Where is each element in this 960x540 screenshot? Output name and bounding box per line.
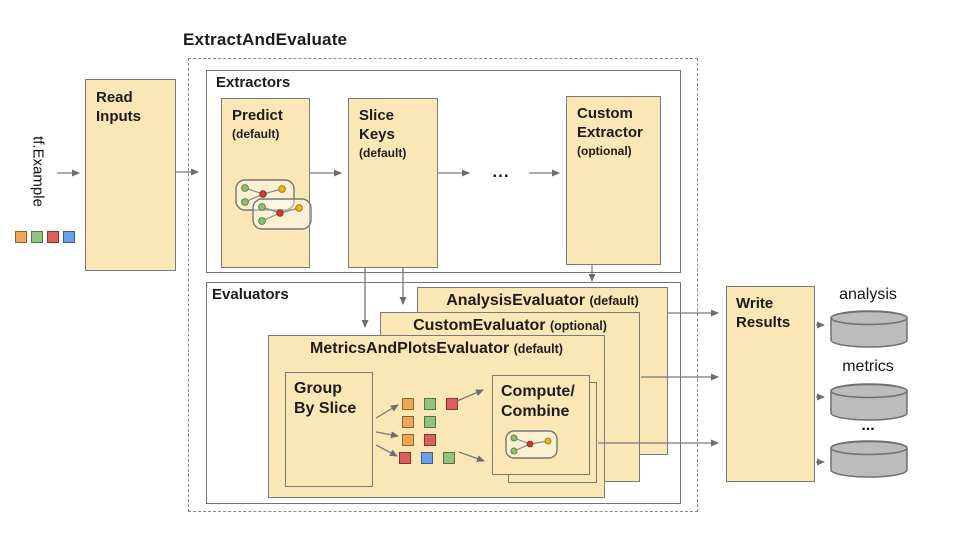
- red-square: [424, 434, 436, 446]
- orange-square: [402, 416, 414, 428]
- input-label: tf.Example: [29, 136, 47, 207]
- slice-keys-extractor-box: Slice Keys (default): [348, 98, 438, 268]
- orange-square: [402, 434, 414, 446]
- group-by-slice-label: Group: [294, 380, 342, 397]
- slice-keys-label: Slice: [359, 107, 395, 124]
- evaluators-title: Evaluators: [212, 286, 289, 303]
- metrics-output-cylinder: [830, 383, 908, 421]
- slice-row: [402, 434, 458, 446]
- more-outputs-label: ...: [861, 417, 875, 434]
- blue-square: [421, 452, 433, 464]
- evaluators-container: [206, 282, 681, 504]
- more-output-cylinder: [830, 440, 908, 478]
- orange-square: [15, 231, 27, 243]
- write-results-label: Write: [736, 295, 774, 312]
- tf-example-squares: [15, 231, 75, 243]
- write-results-box: Write Results: [726, 286, 815, 482]
- combine-graph-icon: [505, 430, 558, 459]
- group-by-slice-box: Group By Slice: [285, 372, 373, 487]
- analysis-output-cylinder: [830, 310, 908, 348]
- slice-row: [402, 398, 458, 410]
- predict-label: Predict: [232, 107, 283, 124]
- extractors-title: Extractors: [216, 74, 291, 91]
- custom-evaluator-label: CustomEvaluator: [413, 317, 546, 334]
- red-square: [399, 452, 411, 464]
- green-square: [31, 231, 43, 243]
- metrics-evaluator-label: MetricsAndPlotsEvaluator: [310, 340, 510, 357]
- extract-and-evaluate-boundary: [188, 58, 698, 512]
- extractors-container: [206, 70, 681, 273]
- red-square: [446, 398, 458, 410]
- model-graph-icon: [235, 179, 312, 230]
- diagram-title: ExtractAndEvaluate: [183, 30, 348, 49]
- read-inputs-box: Read Inputs: [85, 79, 176, 271]
- custom-extractor-box: Custom Extractor (optional): [566, 96, 661, 265]
- extractors-ellipsis: ...: [492, 162, 510, 181]
- orange-square: [402, 398, 414, 410]
- green-square: [424, 416, 436, 428]
- slice-row: [402, 416, 458, 428]
- predict-extractor-box: Predict (default): [221, 98, 312, 268]
- green-square: [443, 452, 455, 464]
- compute-combine-box: Compute/ Combine: [492, 375, 590, 475]
- sliced-data-squares: [399, 398, 458, 470]
- metrics-output-label: metrics: [842, 358, 894, 375]
- compute-combine-label: Compute/: [501, 383, 575, 400]
- slice-row: [399, 452, 458, 464]
- green-square: [424, 398, 436, 410]
- analysis-output-label: analysis: [839, 286, 897, 303]
- analysis-evaluator-label: AnalysisEvaluator: [446, 292, 585, 309]
- red-square: [47, 231, 59, 243]
- read-inputs-label: Read: [96, 89, 133, 106]
- blue-square: [63, 231, 75, 243]
- custom-extractor-label: Custom: [577, 105, 633, 122]
